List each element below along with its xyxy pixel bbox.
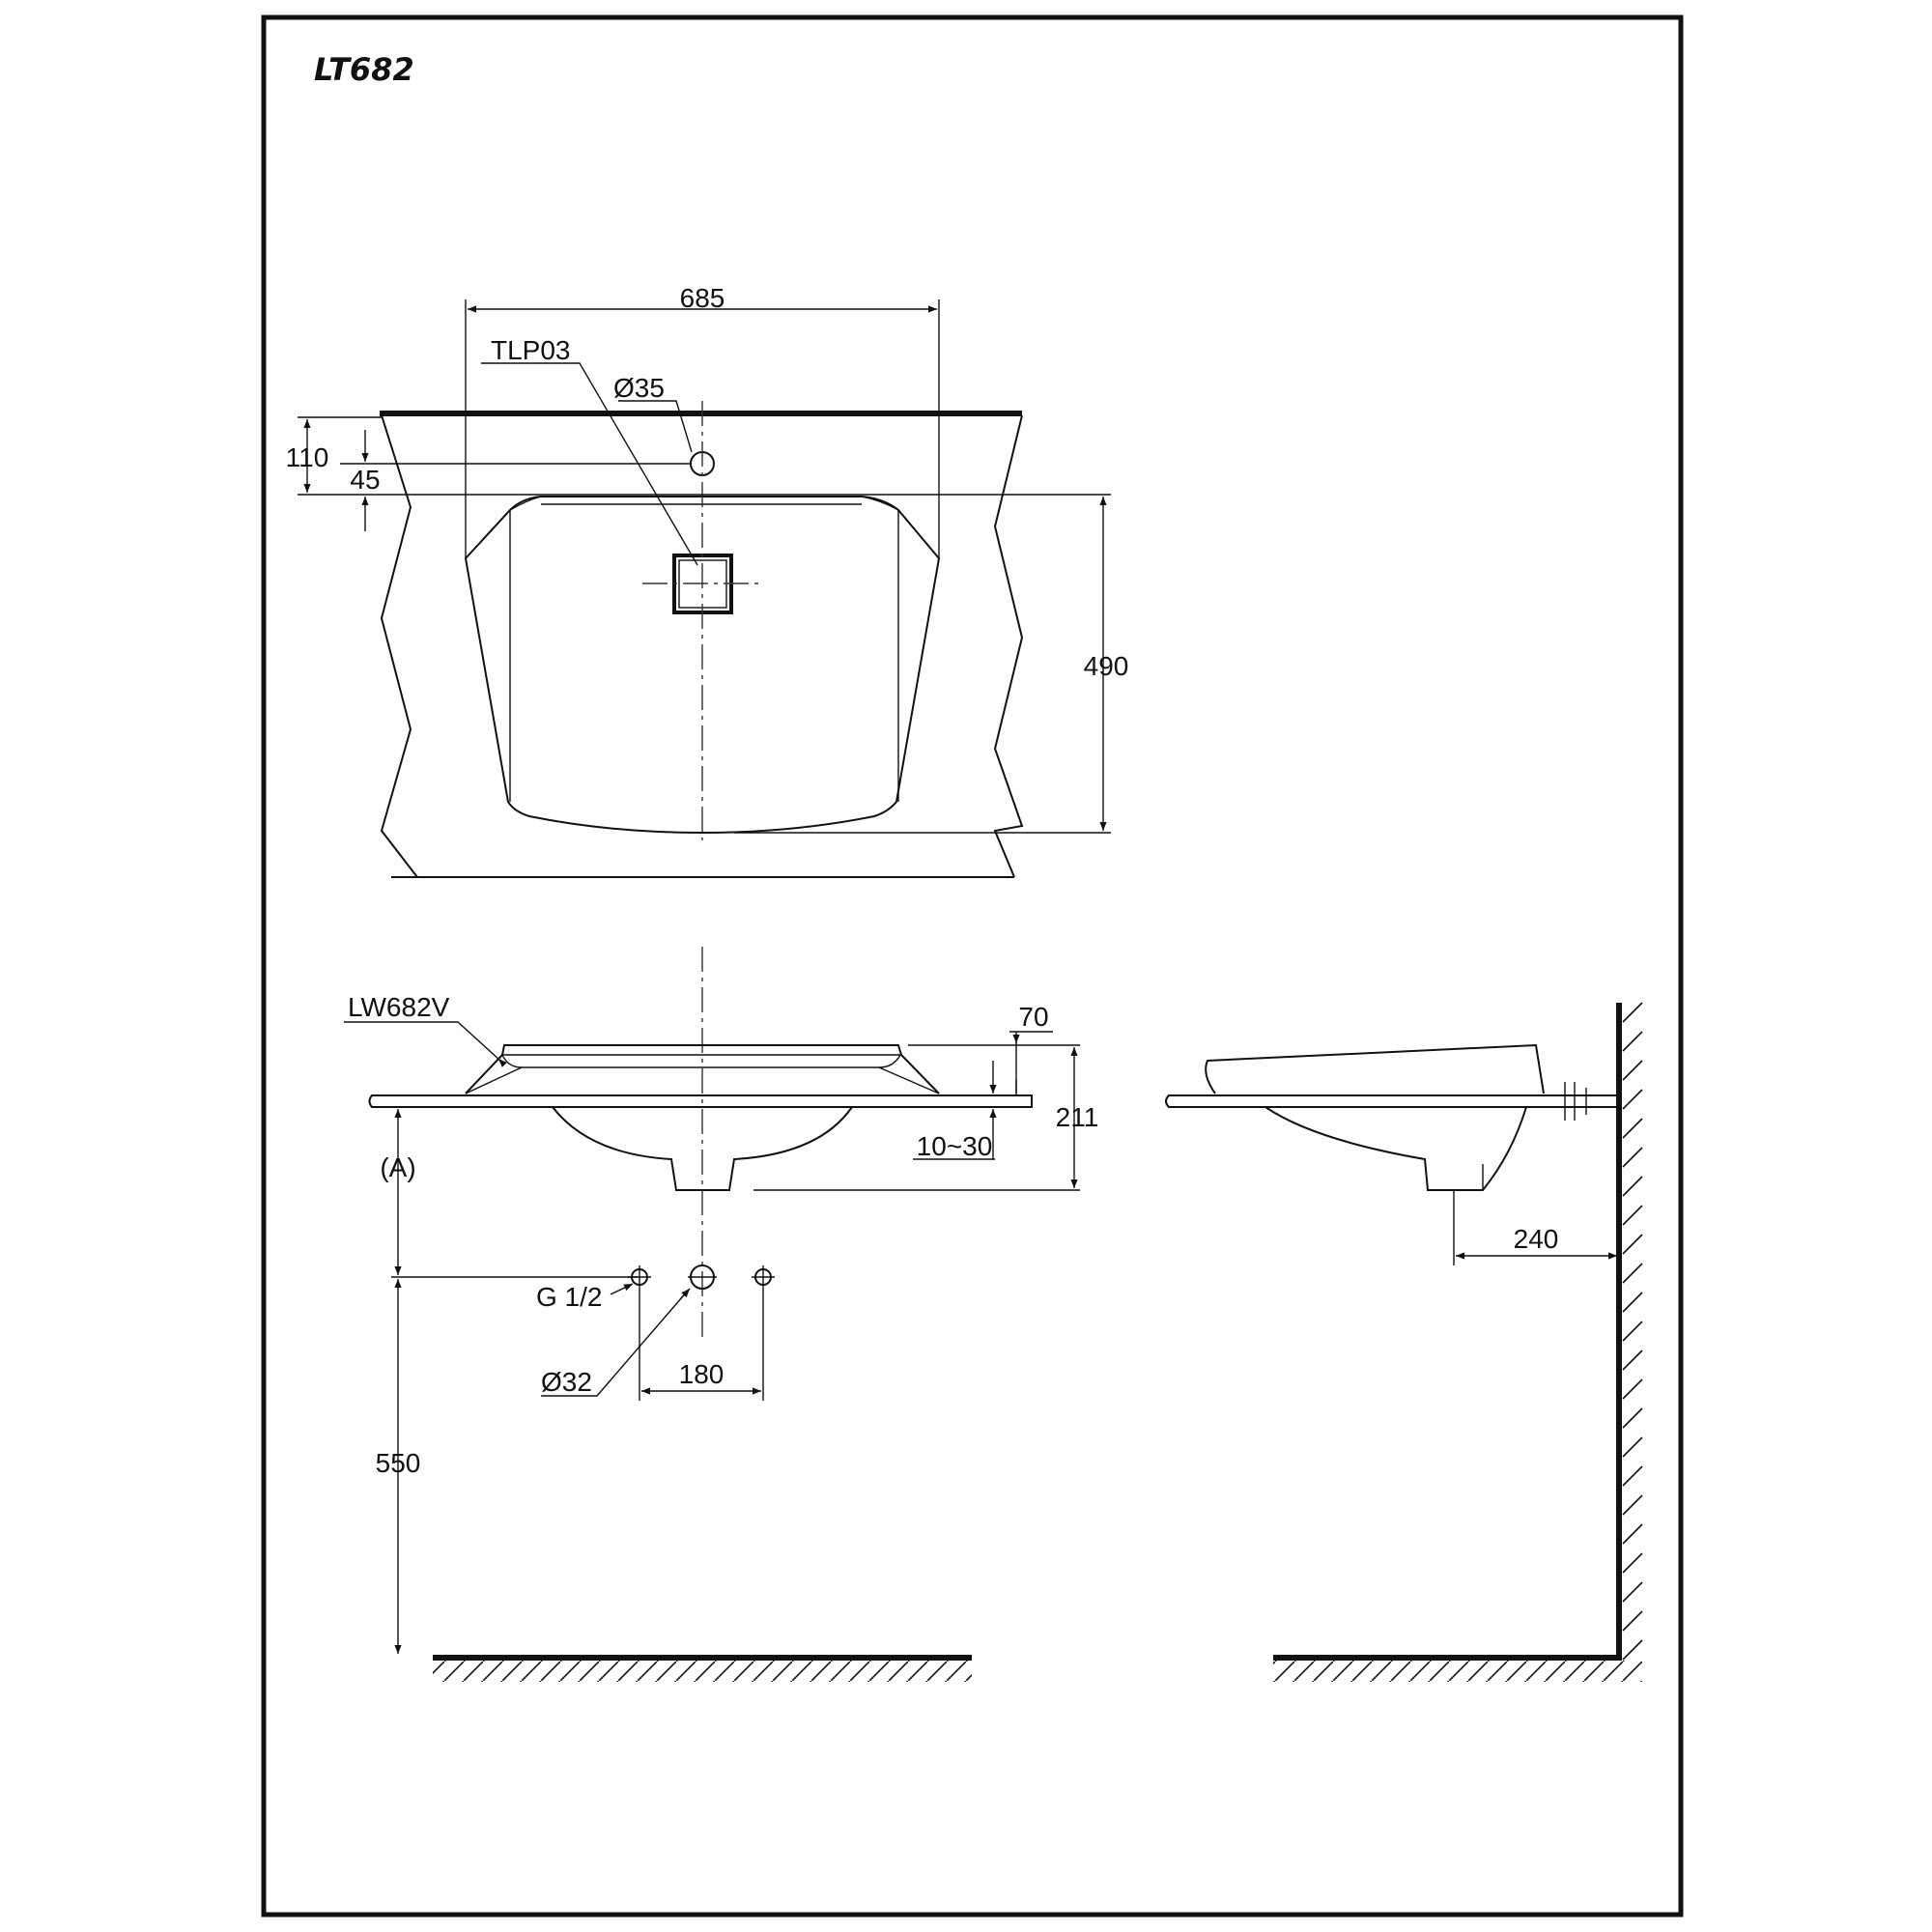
label-thread: G 1/2 [536, 1282, 602, 1312]
top-view: 685 110 45 490 TLP03 Ø35 [286, 283, 1129, 878]
side-view: 240 [1165, 1002, 1643, 1682]
dim-supply-spacing: 180 [679, 1359, 724, 1389]
dim-tap-offset: 45 [350, 465, 380, 495]
dim-wall-distance: 240 [1514, 1224, 1559, 1254]
dim-width: 685 [680, 283, 725, 313]
basin-rim-front [465, 1044, 940, 1094]
dim-drain-height: 550 [376, 1448, 421, 1478]
dim-counter-thickness: 10~30 [917, 1131, 993, 1161]
dim-tap-edge: 110 [286, 442, 329, 472]
drawing-frame [261, 14, 1684, 1918]
basin-bowl-side [1264, 1106, 1527, 1191]
label-drain-dia: Ø32 [541, 1367, 592, 1397]
basin-bowl-front [552, 1106, 853, 1191]
model-title: LT682 [314, 51, 414, 88]
front-view: LW682V 70 10~30 211 (A) 550 G [344, 947, 1098, 1682]
basin-rim-side [1205, 1043, 1545, 1094]
label-basin-model: LW682V [348, 992, 450, 1022]
dim-rim-height: 70 [1018, 1002, 1048, 1032]
dim-depth: 490 [1084, 651, 1129, 681]
dim-total-height: 211 [1056, 1102, 1099, 1132]
label-tap-hole-model: TLP03 [491, 335, 571, 365]
label-tap-hole-dia: Ø35 [613, 373, 665, 403]
